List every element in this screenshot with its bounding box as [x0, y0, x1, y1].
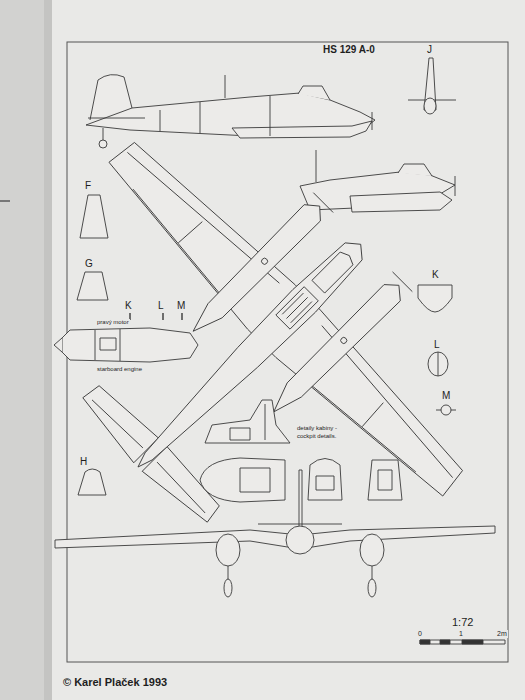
- plan-view: [0, 75, 525, 634]
- view-letter: J: [426, 44, 433, 55]
- section-m: [436, 405, 456, 415]
- starboard-engine: [54, 313, 198, 362]
- part-label: detaily kabiny -: [296, 425, 338, 432]
- part-label: starboard engine: [96, 366, 143, 373]
- drawing-title: HS 129 A-0: [322, 44, 376, 55]
- section-l: [428, 352, 448, 376]
- scale-number: 2m: [496, 630, 508, 638]
- view-letter: L: [433, 339, 441, 350]
- rear-view: [408, 58, 456, 114]
- section-mark: K: [124, 300, 133, 311]
- section-k: [418, 285, 452, 312]
- scale-bar: [420, 640, 505, 644]
- scale-ratio: 1:72: [451, 616, 474, 628]
- view-letter: M: [441, 390, 451, 401]
- front-view: [55, 470, 495, 597]
- view-letter: F: [84, 180, 92, 191]
- view-letter: K: [431, 269, 440, 280]
- scale-number: 0: [417, 630, 423, 638]
- view-letter: G: [84, 258, 94, 269]
- part-label: cockpit details.: [296, 433, 337, 440]
- section-mark: M: [176, 300, 186, 311]
- scale-number: 1: [458, 630, 464, 638]
- copyright-note: © Karel Plaček 1993: [62, 676, 168, 688]
- side-view: [86, 75, 375, 148]
- view-letter: H: [79, 456, 88, 467]
- section-f: [80, 195, 108, 238]
- facing-page: [0, 0, 48, 700]
- page-fold: [44, 0, 52, 700]
- facing-mark: [0, 200, 10, 202]
- part-label: pravý motor: [96, 319, 130, 326]
- section-h: [78, 469, 106, 495]
- side-view-nose: [300, 150, 455, 212]
- section-g: [77, 272, 108, 300]
- section-mark: L: [157, 300, 165, 311]
